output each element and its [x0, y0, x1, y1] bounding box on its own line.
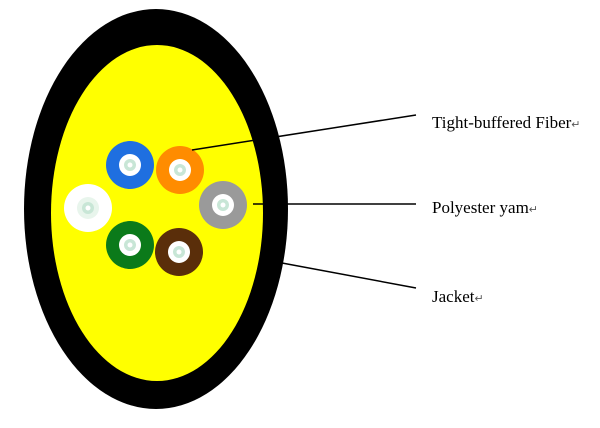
- return-mark: ↵: [571, 119, 580, 131]
- label-jacket: Jacket↵: [432, 287, 484, 306]
- fiber-blue: [106, 141, 154, 189]
- fiber-green: [106, 221, 154, 269]
- label-polyester-yarn: Polyester yam↵: [432, 198, 538, 217]
- return-mark: ↵: [529, 204, 538, 216]
- polyester-yarn: [51, 45, 263, 381]
- label-tight-buffered-fiber: Tight-buffered Fiber↵: [432, 113, 581, 132]
- return-mark: ↵: [474, 293, 483, 305]
- fiber-brown: [155, 228, 203, 276]
- leader-line-fiber: [191, 114, 417, 151]
- fiber-white: [64, 184, 112, 232]
- leader-line-jacket: [281, 262, 417, 289]
- fiber-orange: [156, 146, 204, 194]
- fiber-gray: [199, 181, 247, 229]
